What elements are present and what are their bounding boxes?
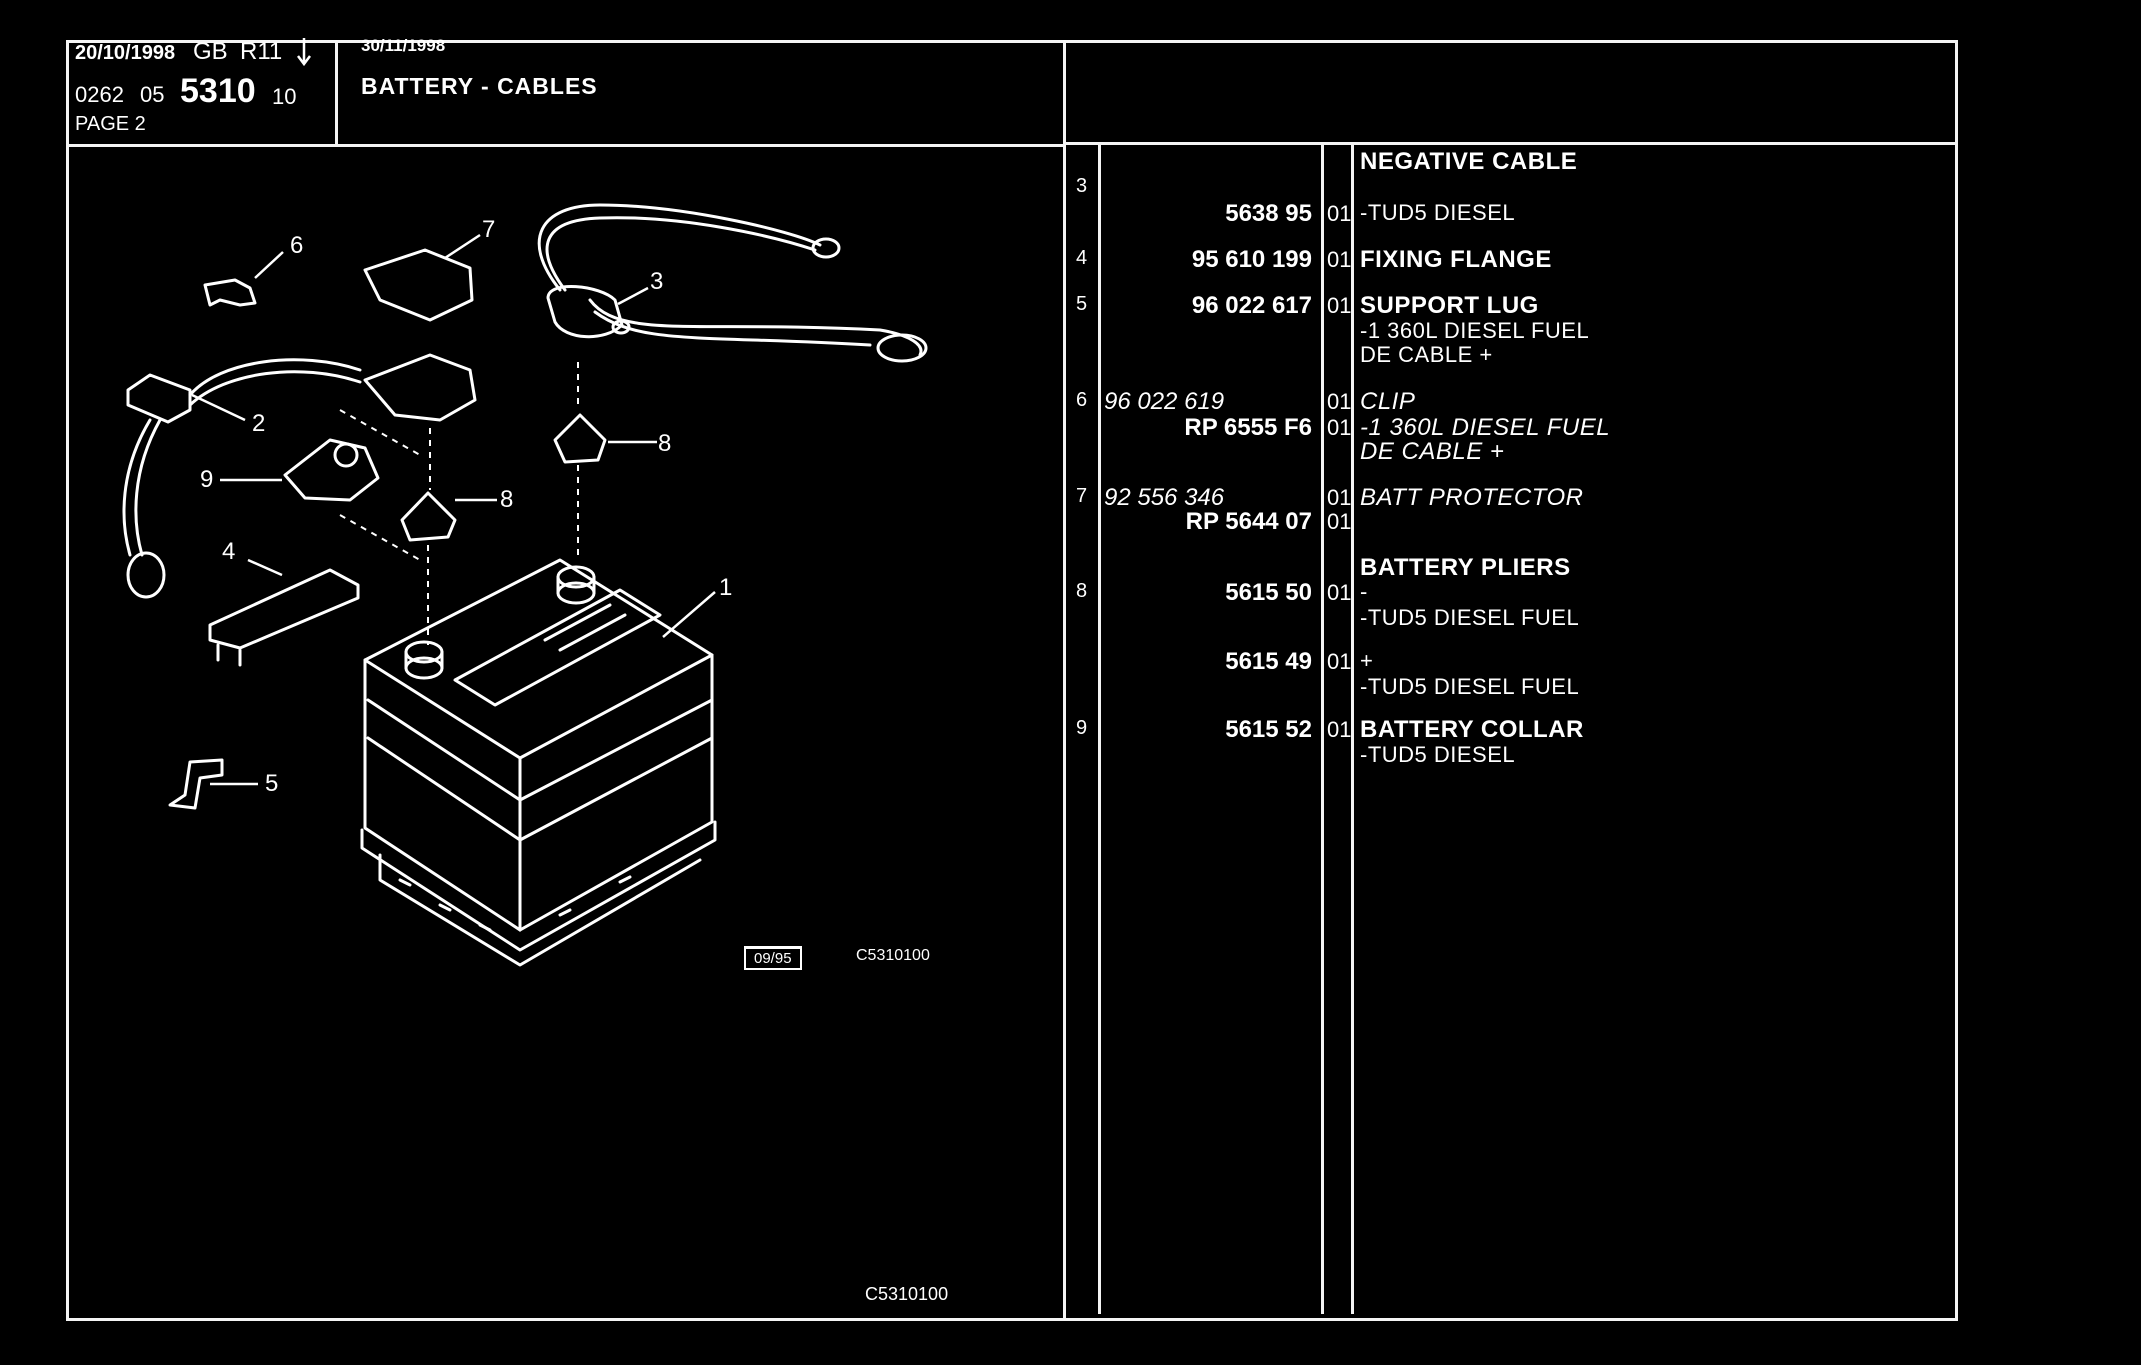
- batt-protector-part: [363, 248, 474, 322]
- col-pn-divider: [1321, 142, 1324, 1314]
- part-description: CLIP: [1360, 388, 1416, 415]
- callout-6: 6: [290, 232, 304, 259]
- part-qty: 01: [1327, 201, 1352, 226]
- part-description: -1 360L DIESEL FUEL: [1360, 318, 1590, 343]
- callout-5: 5: [265, 770, 279, 797]
- fixing-flange-part: [208, 568, 360, 650]
- callout-8b: 8: [500, 486, 514, 513]
- callout-3: 3: [650, 268, 664, 295]
- header-lang: GB: [193, 38, 228, 65]
- part-number: 5615 49: [1225, 648, 1312, 675]
- part-qty: 01: [1327, 415, 1352, 440]
- leader-1: [662, 591, 716, 638]
- frame-right: [1955, 40, 1958, 1321]
- header-code-a: 0262: [75, 82, 124, 107]
- part-description: -TUD5 DIESEL FUEL: [1360, 605, 1580, 630]
- leader-6: [254, 251, 284, 279]
- part-qty: 01: [1327, 293, 1352, 318]
- part-description: -TUD5 DIESEL FUEL: [1360, 674, 1580, 699]
- footer-code: C5310100: [865, 1284, 949, 1304]
- part-number: RP 5644 07: [1185, 508, 1312, 535]
- part-qty: 01: [1327, 389, 1352, 414]
- part-ref: 5: [1076, 293, 1088, 315]
- positive-cable-part: [122, 358, 362, 599]
- header-group: 5310: [180, 72, 256, 110]
- leader-2: [191, 393, 246, 422]
- header-code-b: 05: [140, 82, 165, 107]
- exploded-diagram: [122, 203, 928, 967]
- battery-pliers-part-lower: [400, 491, 457, 542]
- clip-part: [203, 278, 257, 307]
- diagram-date-box: 09/95: [744, 946, 802, 970]
- col-ref-divider: [1098, 142, 1101, 1314]
- col-qty-divider: [1351, 142, 1354, 1314]
- callout-4: 4: [222, 538, 236, 565]
- part-qty: 01: [1327, 649, 1352, 674]
- callout-7: 7: [482, 216, 496, 243]
- part-number: RP 6555 F6: [1184, 414, 1312, 441]
- part-description: BATTERY PLIERS: [1360, 554, 1571, 581]
- part-description: +: [1360, 648, 1374, 673]
- page-title: BATTERY - CABLES: [361, 73, 598, 99]
- header-date1: 20/10/1998: [75, 42, 176, 64]
- header-bottom-left: [66, 144, 1066, 147]
- part-ref: 9: [1076, 717, 1088, 739]
- part-number: 5615 52: [1225, 716, 1312, 743]
- part-qty: 01: [1327, 247, 1352, 272]
- arrow-down-icon: [294, 36, 314, 73]
- frame-bottom: [66, 1318, 1958, 1321]
- part-description: BATTERY COLLAR: [1360, 716, 1584, 743]
- part-description: BATT PROTECTOR: [1360, 484, 1584, 511]
- battery-pliers-part-top: [553, 413, 607, 464]
- part-ref: 6: [1076, 389, 1088, 411]
- part-number: 5638 95: [1225, 200, 1312, 227]
- part-description: FIXING FLANGE: [1360, 246, 1552, 273]
- part-qty: 01: [1327, 580, 1352, 605]
- callout-8a: 8: [658, 430, 672, 457]
- part-qty: 01: [1327, 717, 1352, 742]
- part-description: DE CABLE +: [1360, 438, 1505, 465]
- header-model: R11: [240, 38, 283, 65]
- part-qty: 01: [1327, 485, 1352, 510]
- part-description: -TUD5 DIESEL: [1360, 742, 1516, 767]
- leader-3: [617, 286, 649, 306]
- part-ref: 7: [1076, 485, 1088, 507]
- part-number: 92 556 346: [1104, 484, 1225, 511]
- part-description: NEGATIVE CABLE: [1360, 148, 1578, 175]
- part-ref: 8: [1076, 580, 1088, 602]
- leader-4: [247, 558, 283, 577]
- part-description: -TUD5 DIESEL: [1360, 200, 1516, 225]
- battery-collar-part: [283, 438, 380, 502]
- frame-center-divider: [1063, 40, 1066, 1321]
- part-number: 96 022 617: [1191, 292, 1312, 319]
- diagram-ref-code: C5310100: [856, 947, 930, 964]
- part-ref: 3: [1076, 175, 1088, 197]
- part-qty: 01: [1327, 509, 1352, 534]
- header-page: PAGE 2: [75, 113, 146, 135]
- negative-cable-part: [537, 203, 928, 363]
- part-description: -1 360L DIESEL FUEL: [1360, 414, 1611, 441]
- part-description: -: [1360, 579, 1368, 604]
- part-number: 95 610 199: [1191, 246, 1312, 273]
- header-divider: [335, 40, 338, 144]
- callout-1: 1: [719, 574, 733, 601]
- battery-part: [360, 558, 717, 967]
- header-date2: 30/11/1998: [361, 36, 446, 55]
- frame-left: [66, 40, 69, 1321]
- part-description: DE CABLE +: [1360, 342, 1493, 367]
- protector-cover-part: [363, 353, 477, 422]
- callout-2: 2: [252, 410, 266, 437]
- header-code-c: 10: [272, 84, 297, 109]
- frame-top: [66, 40, 1958, 43]
- part-ref: 4: [1076, 247, 1088, 269]
- part-description: SUPPORT LUG: [1360, 292, 1539, 319]
- part-number: 96 022 619: [1104, 388, 1225, 415]
- callout-9: 9: [200, 466, 214, 493]
- part-number: 5615 50: [1225, 579, 1312, 606]
- support-lug-part: [168, 758, 224, 810]
- leader-7: [444, 233, 481, 260]
- header-bottom-right: [1066, 142, 1958, 145]
